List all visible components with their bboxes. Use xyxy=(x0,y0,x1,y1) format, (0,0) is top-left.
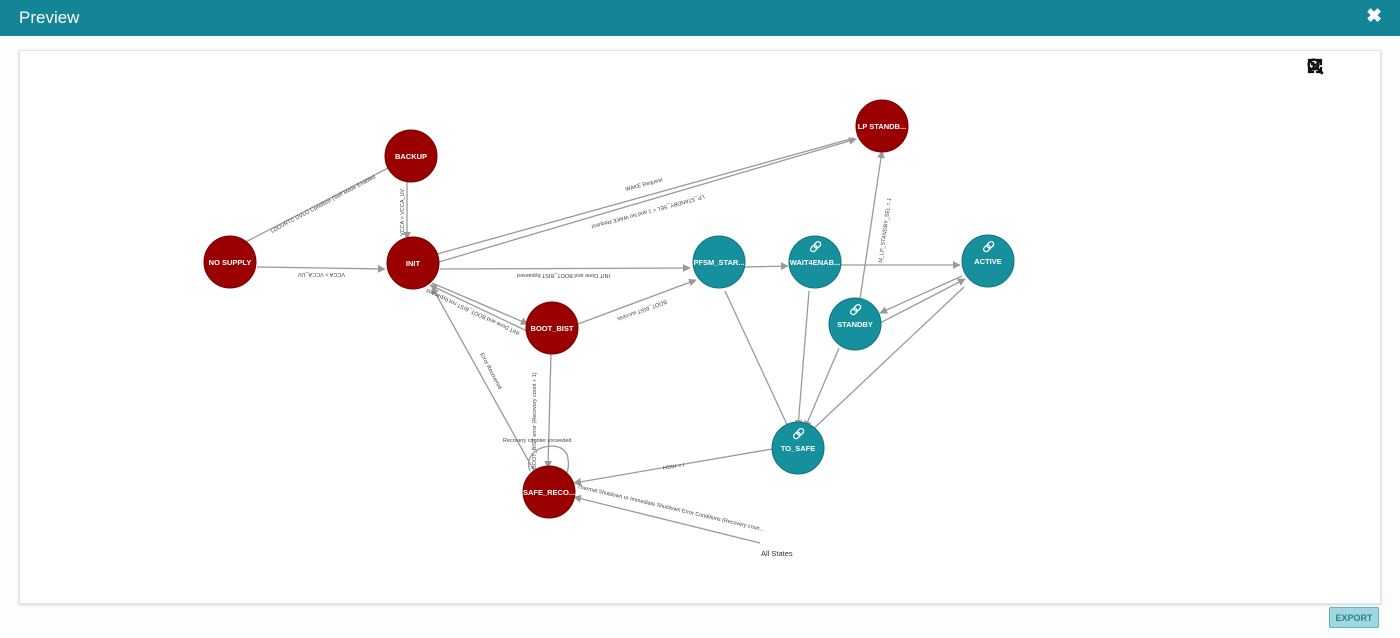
zoom-out-icon[interactable] xyxy=(1307,57,1372,75)
edge-pfsm-tosafe xyxy=(724,290,791,432)
dialog-title: Preview xyxy=(19,8,80,27)
node-label: NO SUPPLY xyxy=(209,258,252,267)
edge-labels: LDOVRTC OVLO Condition (Self Mode Enable… xyxy=(270,174,893,558)
edge-lp-init xyxy=(429,137,855,258)
export-button[interactable]: EXPORT xyxy=(1329,607,1379,628)
edge-active-tosafe xyxy=(808,286,965,434)
edge-label: I = HIGH xyxy=(662,461,684,470)
edge-standby-tosafe xyxy=(804,347,840,429)
edge-boot-pfsm xyxy=(577,278,697,325)
edge-label: BOOT_BIST error (Recovery count + 1) xyxy=(532,372,538,469)
node-label: BACKUP xyxy=(395,152,427,161)
edge-label: INIT Done and BOOT_BIST bypassed xyxy=(517,272,610,278)
state-diagram: LDOVRTC OVLO Condition (Self Mode Enable… xyxy=(203,99,1015,558)
edge-tosafe-saferec xyxy=(573,448,773,486)
state-standby[interactable]: STANDBY xyxy=(828,297,882,351)
state-pfsm-start[interactable]: PFSM_STAR... xyxy=(692,235,746,289)
edge-label: LP_STANDBY_SEL = 1 and No WAKE Request xyxy=(590,193,705,229)
edge-label: LDOVRTC OVLO Condition (Self Mode Enable… xyxy=(270,174,377,235)
all-states-label: All States xyxy=(761,549,793,558)
node-label: INIT xyxy=(406,259,421,268)
node-label: TO_SAFE xyxy=(781,444,815,453)
edge-standby-active xyxy=(879,278,966,324)
edge-nosupply-init xyxy=(256,264,386,273)
state-diagram-canvas[interactable]: LDOVRTC OVLO Condition (Self Mode Enable… xyxy=(19,50,1381,604)
edge-pfsm-wait4 xyxy=(743,262,789,271)
edges xyxy=(237,137,966,544)
diagram-toolbar xyxy=(1306,57,1372,75)
state-to-safe[interactable]: TO_SAFE xyxy=(771,421,825,475)
edge-init-pfsm xyxy=(439,264,691,272)
state-no-supply[interactable]: NO SUPPLY xyxy=(203,235,257,289)
edge-label: Thermal Shutdown or Immediate Shutdown E… xyxy=(577,484,766,533)
edge-label: VCCA > VCCA_UV xyxy=(400,188,406,236)
node-label: PFSM_STAR... xyxy=(693,258,744,267)
node-label: SAFE_RECO... xyxy=(523,488,575,497)
state-boot-bist[interactable]: BOOT_BIST xyxy=(525,301,579,355)
node-label: WAIT4ENAB... xyxy=(790,258,840,267)
node-label: STANDBY xyxy=(837,320,873,329)
edge-label: BOOT_BIST success xyxy=(616,298,667,322)
node-label: LP STANDB... xyxy=(858,122,906,131)
edge-label: Error Recovered xyxy=(478,352,502,390)
edge-boot-init xyxy=(429,284,528,332)
edge-backup-nosupply xyxy=(237,167,389,247)
edge-boot-saferec xyxy=(544,352,553,469)
edge-init-lp xyxy=(431,137,857,265)
edge-label: Recovery counter exceeded xyxy=(503,438,571,444)
edge-label: VCCA > VCCA_UV xyxy=(297,271,345,277)
edge-label: M_LP_STANDBY_SEL = 1 xyxy=(878,198,893,264)
state-wait4enable[interactable]: WAIT4ENAB... xyxy=(788,235,842,289)
state-safe-recovery[interactable]: SAFE_RECO... xyxy=(522,465,576,519)
state-init[interactable]: INIT xyxy=(386,236,440,290)
edge-label: WAKE Request xyxy=(625,177,664,193)
edge-init-boot xyxy=(431,282,529,325)
close-icon[interactable]: ✖ xyxy=(1366,6,1382,27)
node-label: ACTIVE xyxy=(974,257,1002,266)
edge-all-saferec xyxy=(573,494,761,544)
dialog-header: Preview ✖ xyxy=(0,0,1400,36)
node-label: BOOT_BIST xyxy=(531,324,574,333)
state-active[interactable]: ACTIVE xyxy=(961,234,1015,288)
edge-label: INIT Done and BOOT_BIST not bypassed xyxy=(426,287,521,336)
state-lp-standby[interactable]: LP STANDB... xyxy=(855,99,909,153)
edge-standby-lp xyxy=(859,150,885,300)
dialog-body: LDOVRTC OVLO Condition (Self Mode Enable… xyxy=(0,36,1400,638)
state-backup[interactable]: BACKUP xyxy=(384,129,438,183)
edge-saferec-init xyxy=(431,286,539,479)
edge-active-standby xyxy=(879,275,963,314)
edge-wait4-tosafe xyxy=(794,290,810,428)
